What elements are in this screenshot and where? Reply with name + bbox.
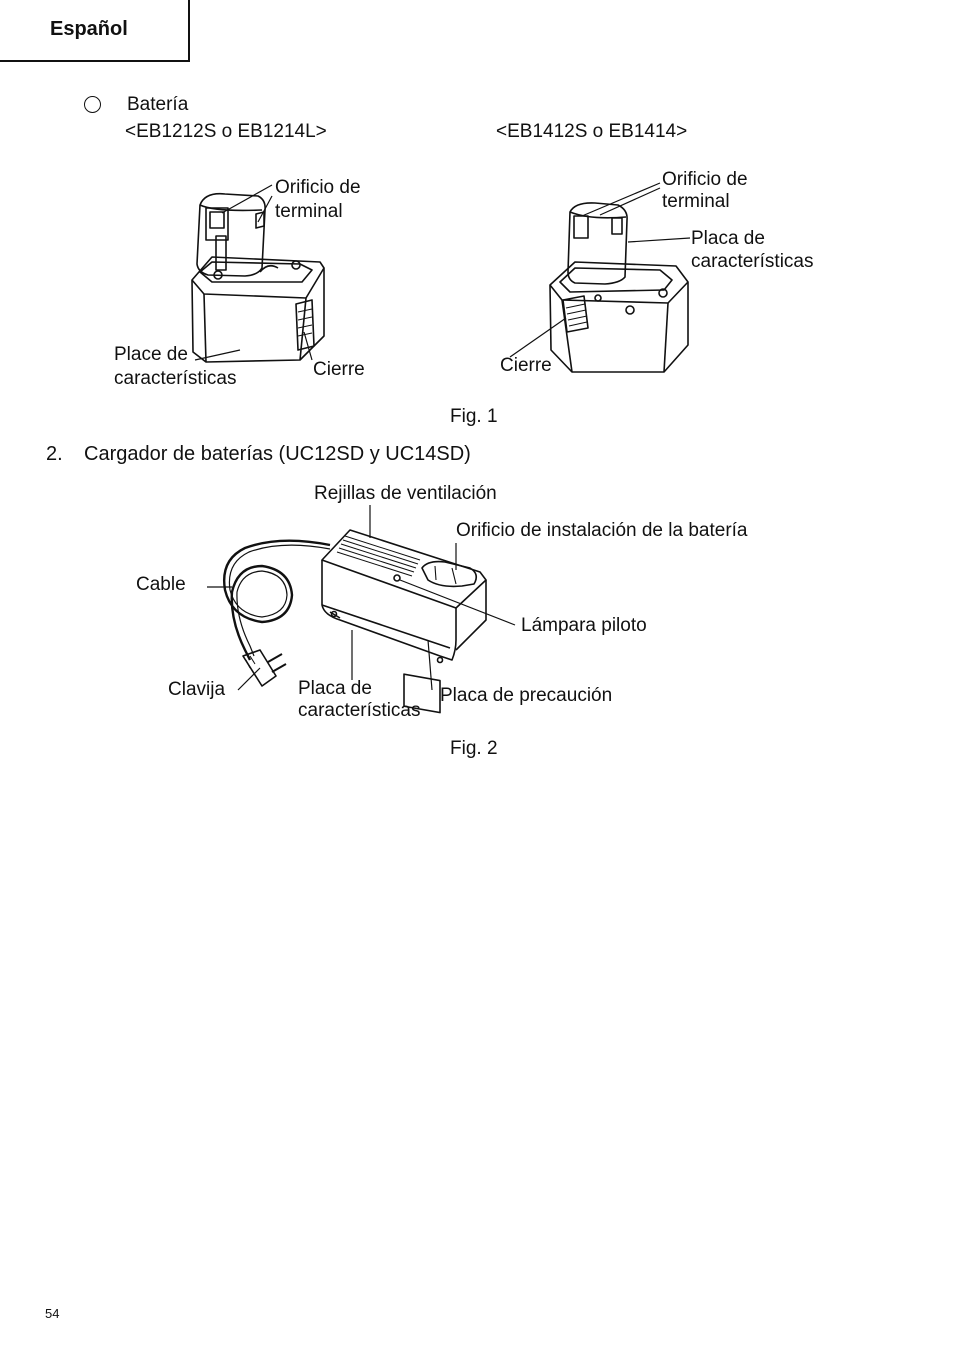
battery-model-left: <EB1212S o EB1214L> xyxy=(125,121,327,142)
left-terminal-label-line1: Orificio de xyxy=(275,177,361,198)
left-latch-label: Cierre xyxy=(313,359,365,380)
fig1-caption: Fig. 1 xyxy=(450,406,498,427)
language-label: Español xyxy=(50,18,128,40)
right-terminal-label-line1: Orificio de xyxy=(662,169,748,190)
left-terminal-label-line2: terminal xyxy=(275,201,343,222)
right-terminal-label-line2: terminal xyxy=(662,191,730,212)
vents-label: Rejillas de ventilación xyxy=(314,483,497,504)
left-plate-label-line1: Place de xyxy=(114,344,188,365)
plug-label: Clavija xyxy=(168,679,226,700)
bullet-circle-icon xyxy=(84,96,101,113)
left-plate-label-line2: características xyxy=(114,368,237,389)
charger-illustration xyxy=(207,505,516,714)
battery-hole-label: Orificio de instalación de la batería xyxy=(456,520,748,541)
battery-left-drawing xyxy=(191,192,325,363)
pilot-lamp-label: Lámpara piloto xyxy=(521,615,647,636)
language-tab: Español xyxy=(0,0,190,62)
fig2-caption: Fig. 2 xyxy=(450,738,498,759)
charger-plate-label-line1: Placa de xyxy=(298,678,372,699)
page-number: 54 xyxy=(45,1306,60,1321)
cord-label: Cable xyxy=(136,574,186,595)
right-plate-label-line1: Placa de xyxy=(691,228,765,249)
battery-right-drawing xyxy=(549,202,689,373)
battery-title: Batería xyxy=(127,94,189,115)
caution-plate-label: Placa de precaución xyxy=(440,685,613,706)
right-plate-label-line2: características xyxy=(691,251,814,272)
right-latch-label: Cierre xyxy=(500,355,552,376)
charger-section-title: Cargador de baterías (UC12SD y UC14SD) xyxy=(84,443,471,465)
battery-illustrations xyxy=(191,182,691,373)
charger-plate-label-line2: características xyxy=(298,700,421,721)
battery-model-right: <EB1412S o EB1414> xyxy=(496,121,688,142)
fig1-leader-lines xyxy=(194,182,691,361)
charger-section-number: 2. xyxy=(46,443,63,465)
